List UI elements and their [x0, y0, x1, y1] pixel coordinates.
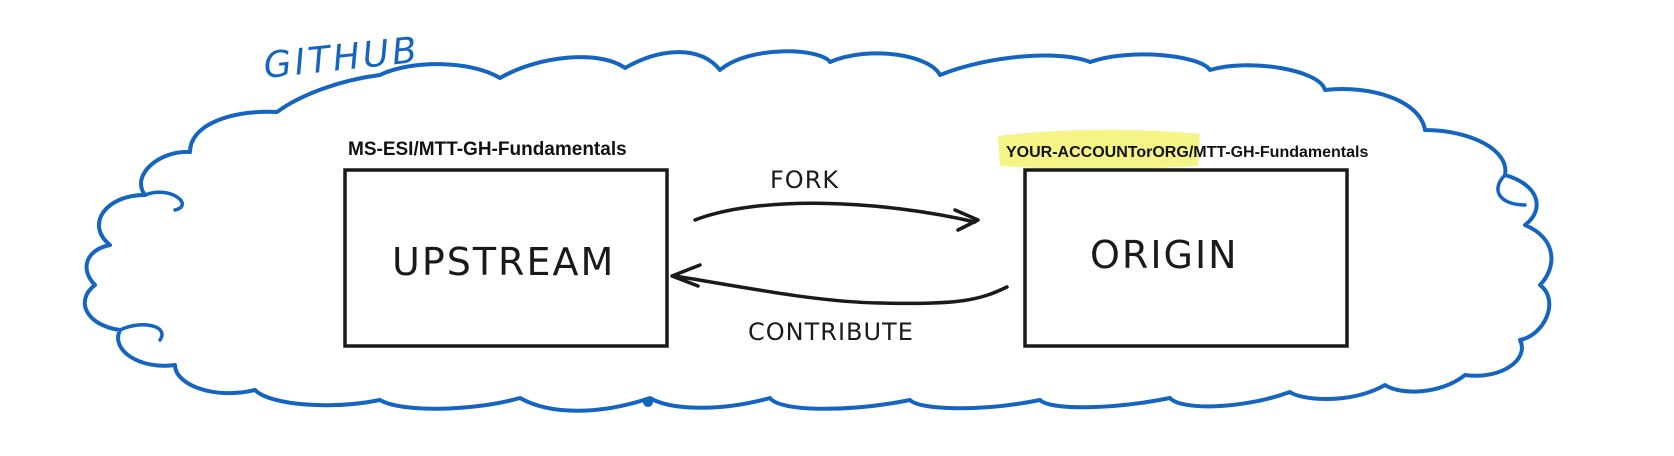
origin-repo-suffix: /MTT-GH-Fundamentals: [1189, 144, 1369, 161]
cloud-curl-left: [143, 190, 184, 212]
origin-box: [1023, 168, 1349, 348]
origin-repo-label: YOUR-ACCOUNTorORG/MTT-GH-Fundamentals: [1006, 144, 1368, 161]
contribute-arrow: [673, 274, 1009, 306]
fork-label: FORK: [770, 166, 839, 194]
cloud-title: GITHUB: [262, 30, 422, 87]
github-cloud: [82, 49, 1554, 413]
cloud-dot: [643, 397, 653, 407]
contribute-label: CONTRIBUTE: [748, 318, 914, 346]
origin-box-label: ORIGIN: [1090, 233, 1239, 277]
origin-account-highlight: [998, 129, 1200, 169]
contribute-arrowhead: [670, 263, 702, 288]
cloud-curl-lower-left: [118, 323, 164, 342]
fork-arrowhead: [953, 208, 980, 232]
upstream-box: [343, 168, 669, 348]
origin-repo-prefix: YOUR-ACCOUNTorORG: [1006, 144, 1189, 161]
fork-arrow: [693, 201, 977, 224]
upstream-repo-label: MS-ESI/MTT-GH-Fundamentals: [348, 139, 627, 160]
cloud-curl-right: [1496, 173, 1527, 207]
upstream-box-label: UPSTREAM: [392, 240, 615, 284]
